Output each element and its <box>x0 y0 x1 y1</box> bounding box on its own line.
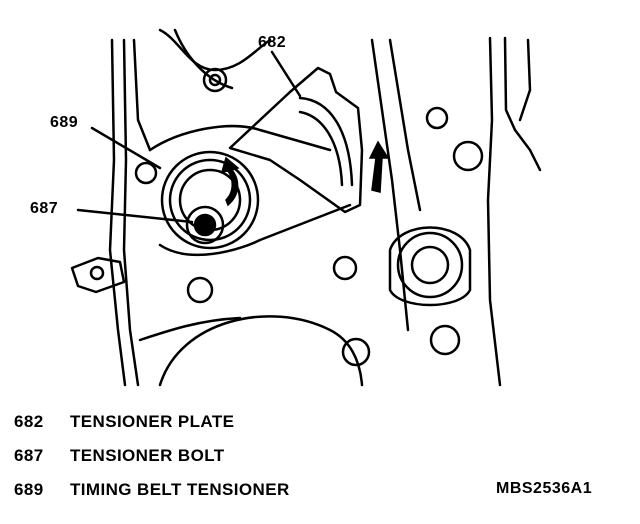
right-rail-2 <box>388 38 422 212</box>
right-edge <box>518 38 532 122</box>
callout-682: 682 <box>258 34 287 51</box>
callout-689: 689 <box>50 114 79 131</box>
rotation-arrow-icon <box>220 156 240 207</box>
bolt-lower-left <box>186 276 214 304</box>
bolt-upper-right-c <box>202 67 228 93</box>
tensioner-plate-slot-2 <box>298 110 344 187</box>
tensioner-bolt-head <box>185 205 225 245</box>
right-hub-inner <box>410 245 450 285</box>
legend-row: 689 TIMING BELT TENSIONER <box>14 480 290 514</box>
bolt-lower-right <box>429 324 461 356</box>
bolt-upper-right-c-inner <box>208 73 222 87</box>
right-hub-housing <box>388 226 472 307</box>
left-bracket <box>70 256 126 294</box>
legend-row: 682 TENSIONER PLATE <box>14 412 290 446</box>
bolt-upper-right-a <box>452 140 484 172</box>
engine-block-left-edge <box>108 38 127 387</box>
crank-sprocket-arc <box>158 315 364 387</box>
timing-belt-lower <box>158 203 352 257</box>
legend-number: 687 <box>14 446 44 465</box>
leader-682 <box>270 50 302 98</box>
legend-number: 689 <box>14 480 44 499</box>
timing-belt <box>148 124 332 152</box>
tensioner-plate-slot <box>298 96 354 187</box>
callout-687: 687 <box>30 200 59 217</box>
legend-number: 682 <box>14 412 44 431</box>
leader-689 <box>90 126 162 170</box>
bolt-upper-right-b <box>425 106 449 130</box>
bolt-mid-right <box>332 255 358 281</box>
right-rail-1 <box>370 38 410 332</box>
legend-text: TENSIONER PLATE <box>70 412 235 431</box>
legend-row: 687 TENSIONER BOLT <box>14 446 290 480</box>
bolt-left-mid <box>134 161 158 185</box>
tensioner-bolt-center <box>193 213 217 237</box>
tensioner-pulley-outer <box>160 150 260 250</box>
legend-text: TENSIONER BOLT <box>70 446 225 465</box>
engine-block-left-inner <box>122 38 140 387</box>
bolt-lower-mid <box>341 337 371 367</box>
tensioner-pulley-ring <box>168 158 252 242</box>
left-bracket-hole <box>89 265 105 281</box>
right-hub-outer <box>396 231 464 299</box>
engine-diagram <box>70 28 542 387</box>
right-rail-3 <box>486 36 502 387</box>
lower-housing <box>138 316 242 342</box>
reference-code: MBS2536A1 <box>496 480 593 497</box>
tensioner-plate <box>228 66 364 214</box>
right-rail-4 <box>503 36 542 172</box>
legend-text: TIMING BELT TENSIONER <box>70 480 290 499</box>
parts-legend: 682 TENSIONER PLATE 687 TENSIONER BOLT 6… <box>14 412 290 514</box>
engine-block-left-ridge <box>132 38 152 152</box>
adjust-arrow-icon <box>368 140 390 193</box>
leader-687 <box>76 208 194 224</box>
